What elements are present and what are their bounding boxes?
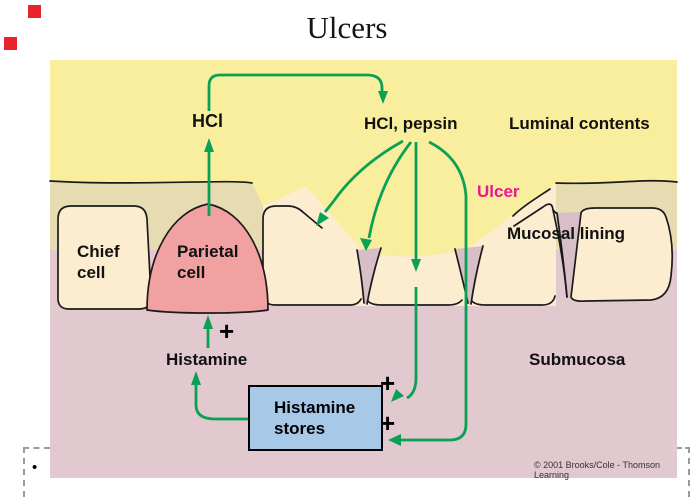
mucosa-surface-line-right: [555, 179, 678, 185]
red-marker-top: [28, 5, 41, 18]
histamine-stores-box: Histamine stores: [248, 385, 383, 451]
crater-mucosa-region: [263, 183, 556, 306]
arrowhead-acid-mid-left: [360, 238, 372, 251]
arrowhead-histamine-up: [191, 371, 201, 385]
label-hcl: HCl: [192, 111, 223, 131]
arrowhead-acid-left: [316, 212, 329, 226]
plus-sign-parietal: +: [219, 316, 235, 346]
cell-notch-1-sides: [356, 247, 382, 305]
arrow-acid-left: [323, 139, 404, 213]
crater-right-wall-line: [512, 188, 551, 217]
placeholder-border-right: [677, 447, 690, 497]
label-histamine: Histamine: [166, 350, 248, 369]
arrowhead-hcl-up: [204, 138, 214, 152]
arrow-acid-to-stores: [406, 287, 418, 400]
label-luminal-contents: Luminal contents: [509, 114, 650, 133]
arrow-hcl-to-pepsin: [207, 73, 384, 111]
eroded-cell-shoulder-line: [513, 203, 568, 298]
label-ulcer: Ulcer: [477, 182, 520, 201]
label-chief-cell: Chief cell: [77, 242, 120, 282]
plus-sign-stores-top: +: [380, 368, 396, 398]
label-submucosa: Submucosa: [529, 350, 626, 369]
label-parietal-cell: Parietal cell: [177, 242, 239, 282]
arrowhead-pepsin-down: [378, 91, 388, 104]
lumen-region: [50, 60, 677, 257]
arrow-acid-mid-left: [367, 141, 413, 239]
plus-sign-stores-bottom: +: [380, 408, 396, 438]
arrowhead-deep-left: [388, 434, 401, 446]
cell-notch-2: [455, 246, 483, 304]
page-title: Ulcers: [306, 10, 388, 45]
placeholder-bullet: •: [32, 459, 38, 476]
placeholder-border-left: [23, 447, 50, 497]
histamine-stores-label: Histamine stores: [274, 398, 356, 438]
arrowhead-acid-center: [411, 259, 421, 272]
arrowhead-parietal-up: [203, 315, 213, 329]
red-marker-left: [4, 37, 17, 50]
arrow-acid-deep: [399, 140, 468, 442]
parietal-cell-shape: [146, 203, 269, 314]
cell-notch-3: [557, 212, 581, 297]
arrow-stores-to-histamine: [194, 384, 248, 421]
copyright-text: © 2001 Brooks/Cole - Thomson Learning: [534, 460, 661, 480]
cell-3-outline: [262, 205, 323, 294]
label-mucosal-lining: Mucosal lining: [507, 224, 626, 243]
arrowhead-to-stores-top: [391, 389, 404, 402]
mucosa-surface-line-left: [49, 180, 253, 184]
label-hcl-pepsin: HCl, pepsin: [364, 114, 458, 133]
cell-right-shape: [570, 207, 674, 303]
